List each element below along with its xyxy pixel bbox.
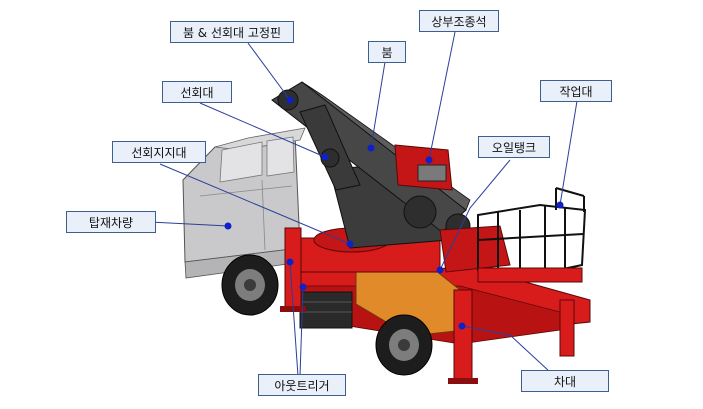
label-upper-control-station: 상부조종석 [419,10,499,32]
label-turntable-support: 선회지지대 [112,141,206,163]
label-boom-pin: 붐 & 선회대 고정핀 [170,21,294,43]
label-oil-tank: 오일탱크 [478,136,550,158]
label-outrigger: 아웃트리거 [258,374,346,396]
upper-control-station [394,144,453,191]
leader-lines [149,31,578,377]
label-boom: 붐 [368,41,406,63]
anchor-dots [224,96,564,330]
label-turntable: 선회대 [162,81,232,103]
label-carrier-vehicle: 탑재차량 [66,211,156,233]
label-work-platform: 작업대 [540,80,612,102]
work-platform [477,187,587,283]
oil-tank [439,225,511,273]
label-sub-frame: 차대 [521,370,609,392]
wheels [221,254,433,376]
